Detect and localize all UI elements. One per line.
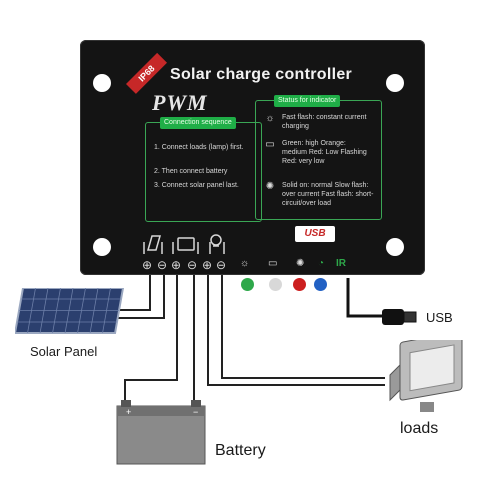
battery-image: + − [116, 400, 206, 465]
usb-plug-image [382, 309, 417, 325]
connection-sequence-title: Connection sequence [160, 117, 236, 129]
status-indicator-title: Status for indicator [274, 95, 341, 107]
battery-terminal-icon [172, 237, 199, 254]
battery-wire-positive [124, 270, 178, 405]
wireless-icon: ◔ [318, 258, 325, 269]
loads-label: loads [400, 420, 439, 437]
svg-text:+: + [126, 407, 131, 417]
svg-text:−: − [193, 407, 198, 417]
usb-port-label: USB [295, 226, 335, 242]
load-wire-positive [207, 270, 385, 386]
battery-indicator-icon: ▭ [268, 258, 278, 269]
sequence-step: 3. Connect solar panel last. [154, 182, 239, 189]
led-white [269, 278, 282, 291]
terminal-symbol: ⊕ [171, 258, 182, 272]
solar-panel-label: Solar Panel [30, 344, 98, 359]
terminal-symbol: ⊖ [187, 258, 198, 272]
load-lamp-image [389, 340, 463, 412]
terminal-icons [143, 234, 225, 254]
ir-label: IR [336, 258, 346, 269]
solar-wire-negative [118, 270, 165, 319]
mount-hole-top-right [386, 74, 404, 92]
status-indicator-panel: Status for indicator ☼ Fast flash: const… [255, 95, 382, 220]
bulb-icon [209, 234, 225, 254]
controller-title: Solar charge controller [170, 66, 353, 83]
led-green [241, 278, 254, 291]
terminal-symbol: ⊕ [202, 258, 213, 272]
sequence-step: 2. Then connect battery [154, 168, 228, 175]
load-wire-negative [221, 270, 385, 379]
sun-icon: ☼ [265, 113, 275, 124]
solar-panel-icon [143, 235, 163, 254]
mount-hole-top-left [93, 74, 111, 92]
battery-label: Battery [215, 442, 266, 459]
solar-panel-image [15, 288, 125, 334]
sequence-step: 1. Connect loads (lamp) first. [154, 144, 244, 151]
solar-wire-positive [118, 270, 151, 311]
connection-sequence-panel: Connection sequence 1. Connect loads (la… [145, 117, 262, 222]
mount-hole-bottom-left [93, 238, 111, 256]
controller-mode: PWM [152, 90, 208, 115]
status-item: ✺ Solid on: normal Slow flash: over curr… [264, 181, 379, 217]
status-item: ▭ Green: high Orange: medium Red: Low Fl… [264, 139, 379, 177]
lamp-icon: ✺ [265, 181, 275, 192]
terminal-symbol: ⊖ [216, 258, 227, 272]
usb-cable [346, 278, 382, 318]
battery-icon: ▭ [265, 139, 275, 150]
sun-indicator-icon: ☼ [240, 258, 250, 269]
status-text: Solid on: normal Slow flash: over curren… [282, 182, 374, 207]
status-item: ☼ Fast flash: constant current charging [264, 113, 379, 137]
status-text: Fast flash: constant current charging [282, 114, 367, 130]
usb-label: USB [426, 310, 453, 325]
terminal-symbol: ⊕ [142, 258, 153, 272]
terminal-symbol: ⊖ [157, 258, 168, 272]
led-blue [314, 278, 327, 291]
load-indicator-icon: ✺ [296, 258, 305, 269]
status-text: Green: high Orange: medium Red: Low Flas… [282, 140, 367, 165]
mount-hole-bottom-right [386, 238, 404, 256]
led-red [293, 278, 306, 291]
